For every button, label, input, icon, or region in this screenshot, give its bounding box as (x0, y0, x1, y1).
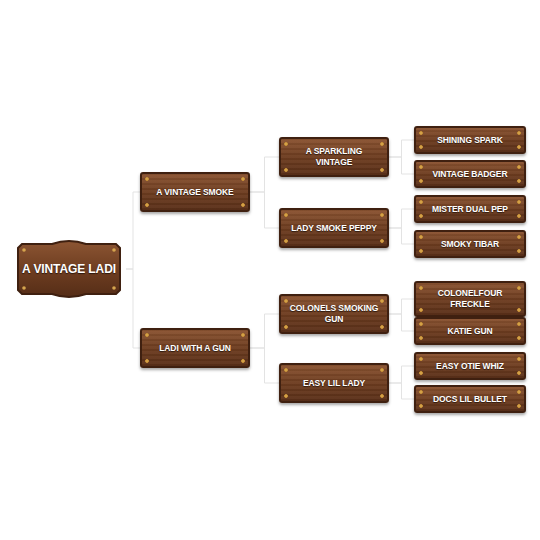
pedigree-connector (250, 157, 279, 192)
wooden-sign: KATIE GUN (414, 317, 526, 345)
pedigree-connector (126, 269, 140, 348)
pedigree-connector (126, 192, 140, 269)
wooden-sign: SHINING SPARK (414, 126, 526, 154)
pedigree-connector (250, 314, 279, 348)
plaque-outline (18, 241, 120, 297)
nail-head (22, 286, 26, 290)
pedigree-connector (389, 383, 414, 399)
sign-text: LADY SMOKE PEPPY (291, 223, 377, 234)
pedigree-connector (389, 228, 414, 244)
pedigree-connector (389, 157, 414, 174)
sign-text: A VINTAGE LADI (22, 262, 116, 276)
sign-text: MISTER DUAL PEP (432, 204, 508, 215)
sign-text: SMOKY TIBAR (441, 239, 499, 250)
root-sign: A VINTAGE LADI (12, 238, 126, 300)
wooden-sign: LADY SMOKE PEPPY (279, 208, 389, 248)
pedigree-connector (389, 140, 414, 157)
wooden-sign: VINTAGE BADGER (414, 160, 526, 188)
wooden-sign: LADI WITH A GUN (140, 328, 250, 368)
sign-text: A SPARKLING VINTAGE (287, 146, 381, 168)
wooden-sign: SMOKY TIBAR (414, 230, 526, 258)
sign-text: KATIE GUN (447, 326, 492, 337)
sign-text: DOCS LIL BULLET (433, 394, 507, 405)
nail-head (112, 286, 116, 290)
sign-text: COLONELS SMOKING GUN (287, 303, 381, 325)
sign-text: EASY LIL LADY (303, 378, 365, 389)
wooden-sign: COLONELS SMOKING GUN (279, 294, 389, 334)
wooden-sign: A SPARKLING VINTAGE (279, 137, 389, 177)
nail-head (112, 248, 116, 252)
sign-text: VINTAGE BADGER (433, 169, 508, 180)
wooden-sign: A VINTAGE SMOKE (140, 172, 250, 212)
wooden-sign: COLONELFOUR FRECKLE (414, 281, 526, 317)
wooden-sign: DOCS LIL BULLET (414, 385, 526, 413)
sign-text: A VINTAGE SMOKE (156, 187, 233, 198)
pedigree-connector (389, 209, 414, 228)
nail-head (22, 248, 26, 252)
wooden-sign: EASY OTIE WHIZ (414, 352, 526, 380)
sign-text: EASY OTIE WHIZ (436, 361, 504, 372)
pedigree-connector (389, 314, 414, 331)
pedigree-connector (389, 366, 414, 383)
pedigree-connector (250, 192, 279, 228)
pedigree-connector (389, 299, 414, 314)
wooden-sign: MISTER DUAL PEP (414, 195, 526, 223)
sign-text: LADI WITH A GUN (159, 343, 231, 354)
pedigree-connector (250, 348, 279, 383)
wooden-sign: EASY LIL LADY (279, 363, 389, 403)
sign-text: SHINING SPARK (437, 135, 503, 146)
sign-text: COLONELFOUR FRECKLE (422, 288, 518, 310)
